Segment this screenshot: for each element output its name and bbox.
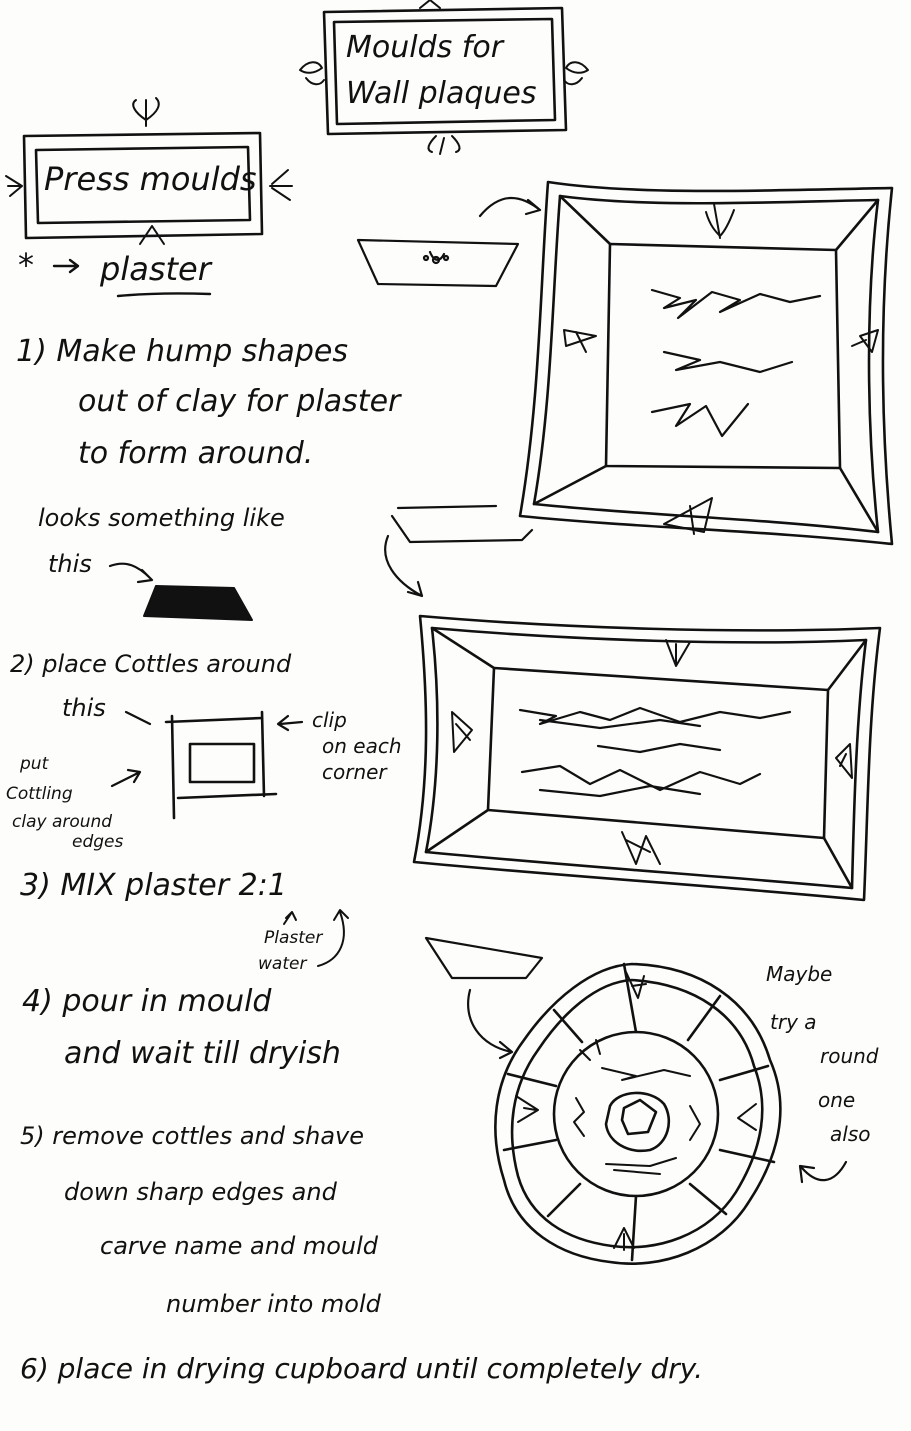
step-2-line-2: this bbox=[62, 694, 106, 722]
step-5-line-3: carve name and mould bbox=[100, 1232, 379, 1260]
round-plaque-sketch bbox=[495, 964, 780, 1264]
page-title-line-2: Wall plaques bbox=[346, 76, 537, 111]
round-note-line-3: round bbox=[820, 1044, 879, 1068]
page-title-line-1: Moulds for bbox=[346, 30, 504, 65]
plaque-sketch-1 bbox=[520, 182, 892, 544]
clip-arrow bbox=[278, 716, 302, 730]
arrow-to-plaque-2 bbox=[385, 536, 422, 596]
step-2-line-1: 2) place Cottles around bbox=[10, 650, 292, 678]
cottling-arrow bbox=[112, 770, 140, 786]
this-arrow bbox=[110, 564, 152, 582]
coddle-note-line-1: put bbox=[20, 754, 49, 774]
section-heading-press-moulds: Press moulds bbox=[44, 160, 257, 198]
round-note-line-2: try a bbox=[770, 1010, 817, 1034]
cottles-diagram bbox=[166, 712, 276, 818]
press-moulds-leaf-ornaments bbox=[6, 98, 292, 244]
step-5-line-1: 5) remove cottles and shave bbox=[20, 1122, 364, 1150]
hump-sketch-1 bbox=[358, 240, 518, 286]
press-moulds-frame bbox=[24, 133, 262, 238]
arrow-to-plaque-1 bbox=[480, 198, 540, 216]
step-4-line-2: and wait till dryish bbox=[64, 1036, 341, 1071]
round-note-arrow bbox=[800, 1162, 846, 1182]
step-1-line-1: 1) Make hump shapes bbox=[16, 334, 348, 369]
looks-note-line-2: this bbox=[48, 550, 92, 578]
step-1-line-3: to form around. bbox=[78, 436, 314, 471]
arrow-to-plaque-3 bbox=[468, 990, 512, 1058]
coddle-note-line-3: clay around bbox=[12, 812, 113, 832]
hump-sketch-3 bbox=[426, 938, 542, 978]
coddle-note-line-4: edges bbox=[72, 832, 124, 852]
material-label: plaster bbox=[100, 250, 211, 288]
ratio-plaster-arrow bbox=[284, 912, 296, 924]
clip-note-line-3: corner bbox=[322, 760, 387, 784]
round-note-line-5: also bbox=[830, 1122, 871, 1146]
ratio-water-arrow bbox=[318, 910, 348, 966]
material-marker: * bbox=[18, 246, 34, 284]
clip-note-line-2: on each bbox=[322, 734, 402, 758]
step-6-line-1: 6) place in drying cupboard until comple… bbox=[20, 1352, 704, 1385]
plaster-arrow bbox=[54, 260, 78, 272]
looks-note-line-1: looks something like bbox=[38, 504, 285, 532]
coddle-note-line-2: Cottling bbox=[6, 784, 73, 804]
clip-note-line-1: clip bbox=[312, 708, 347, 732]
title-leaf-ornaments bbox=[300, 0, 588, 154]
ratio-water-label: water bbox=[258, 954, 307, 974]
title-frame bbox=[324, 8, 566, 134]
step-3-line-1: 3) MIX plaster 2:1 bbox=[20, 868, 287, 903]
hump-sketch-2 bbox=[392, 506, 532, 542]
step-5-line-2: down sharp edges and bbox=[64, 1178, 337, 1206]
round-note-line-1: Maybe bbox=[766, 962, 833, 986]
cottles-this-arrow bbox=[126, 712, 150, 724]
step-1-line-2: out of clay for plaster bbox=[78, 384, 401, 419]
ratio-plaster-label: Plaster bbox=[264, 928, 323, 948]
step-4-line-1: 4) pour in mould bbox=[22, 984, 272, 1019]
step-5-line-4: number into mold bbox=[166, 1290, 381, 1318]
plaster-underline bbox=[118, 293, 210, 296]
round-note-line-4: one bbox=[818, 1088, 856, 1112]
plaque-sketch-2 bbox=[414, 616, 880, 900]
hump-example-filled bbox=[144, 586, 252, 620]
